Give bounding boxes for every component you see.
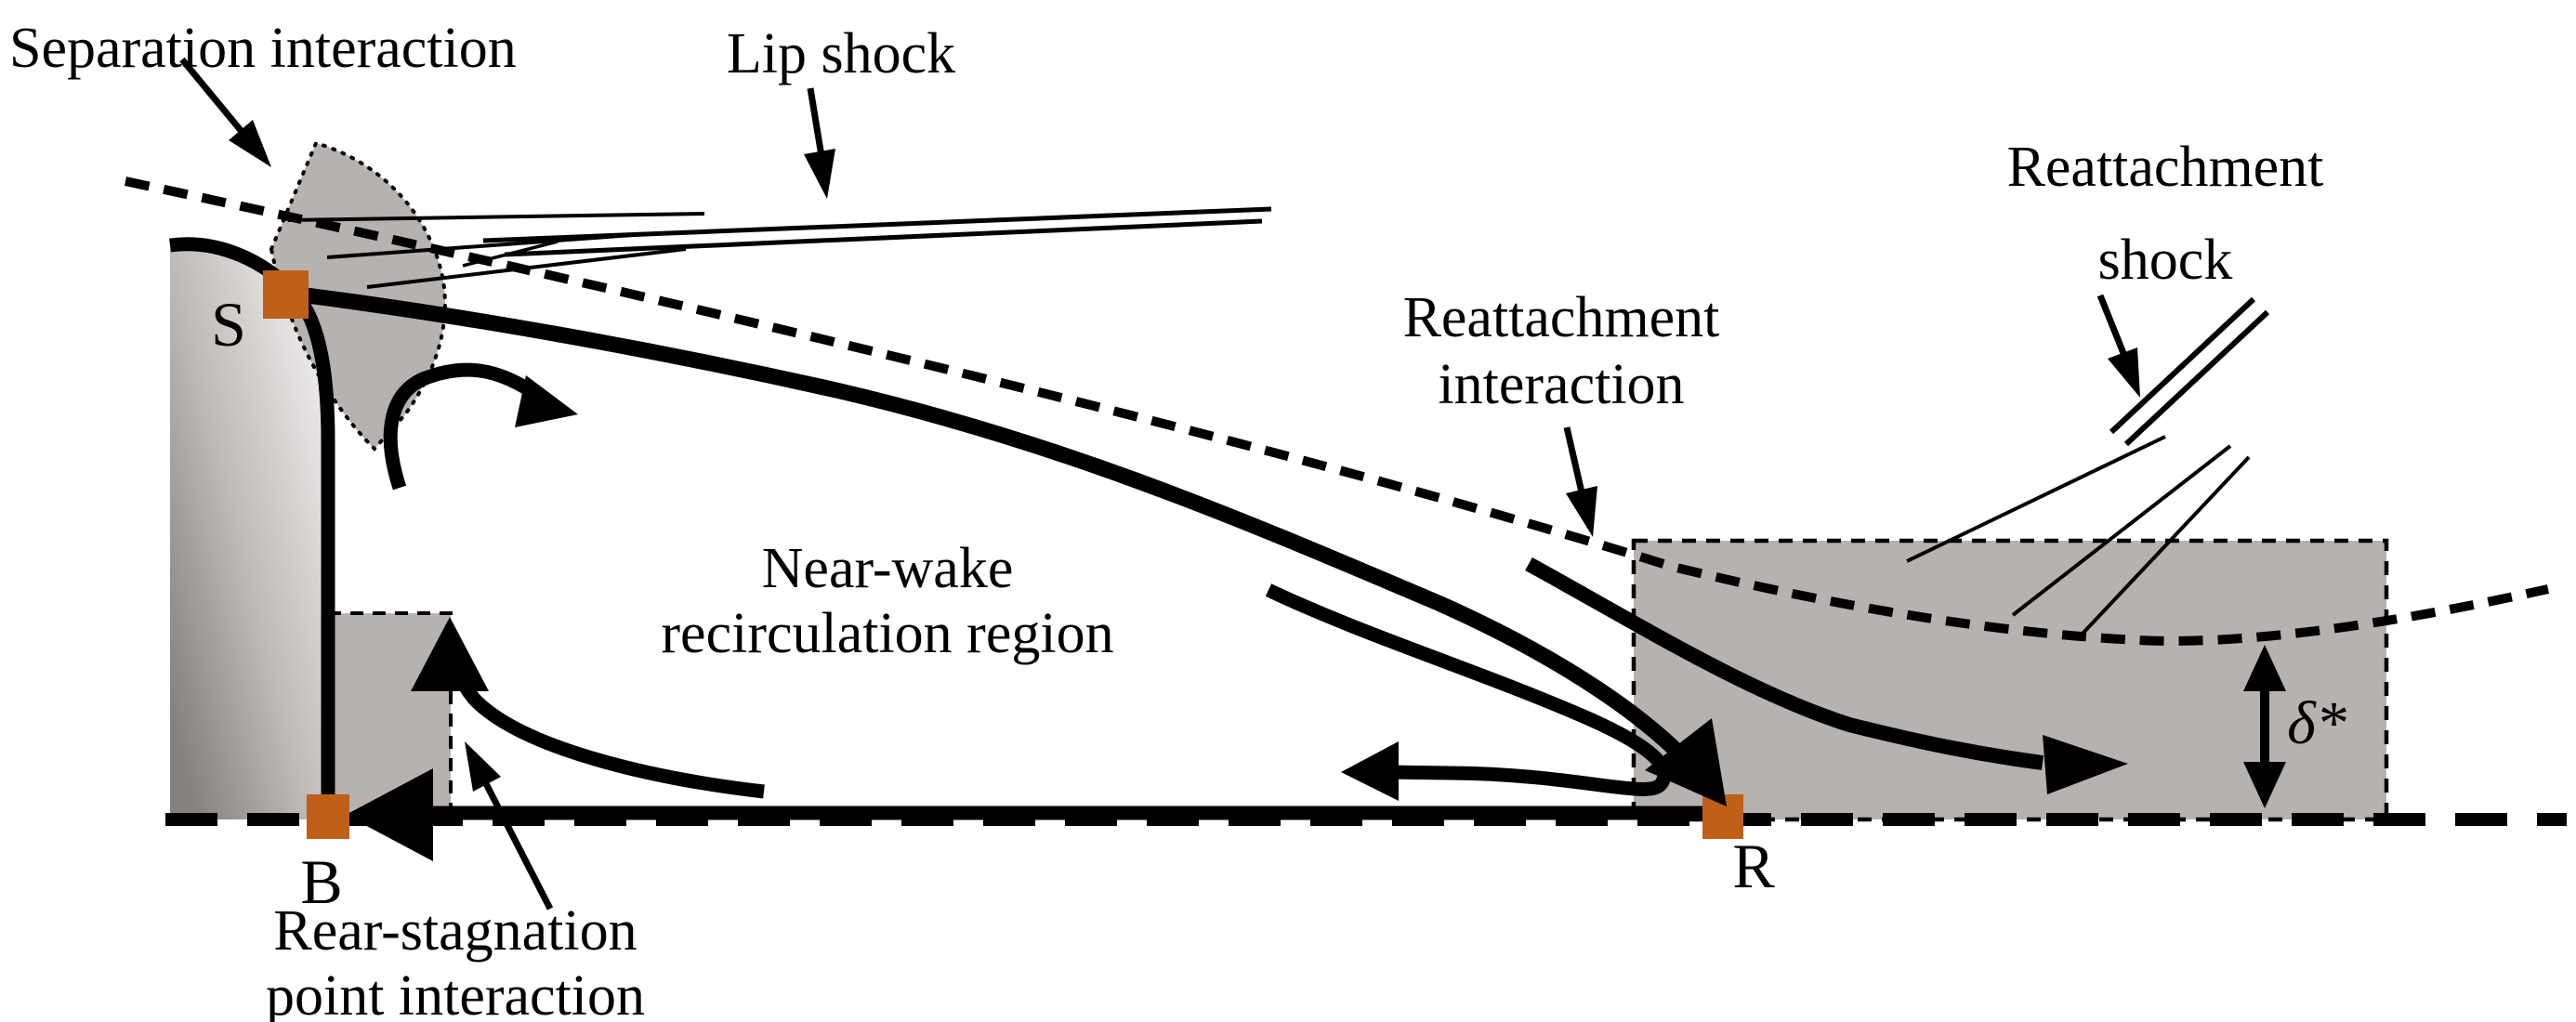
rotation-arrowhead [515,375,578,427]
label-rear-stagnation-line2: point interaction [266,964,645,1022]
compression-wave-2 [2011,444,2232,617]
reattachment-shock-annotation-arrowhead [2108,347,2140,398]
rear-stagnation-annotation-arrowhead [465,741,501,792]
lip-shock-line-upper [482,206,1272,243]
label-near-wake-line1: Near-wake [762,537,1014,600]
separation-annotation-arrowhead [229,120,271,167]
reattached-streamline [1525,557,2044,770]
rotation-arrow-curve [383,362,533,491]
reverse-flow-arrowhead [346,768,433,861]
recirculation-streamline [1265,583,1672,796]
reattachment-interaction-annotation-arrowhead [1566,486,1597,537]
label-reattachment-interaction-line2: interaction [1438,353,1684,416]
rear-stagnation-annotation-arrow-shaft [472,762,554,911]
base-streamline-arrowhead [411,617,489,691]
lip-shock-annotation-arrowhead [804,149,835,199]
label-lip-shock: Lip shock [727,22,955,85]
label-point-r: R [1732,831,1775,901]
reattached-arrowhead [2043,735,2128,794]
recirculation-arrowhead [1341,741,1399,801]
reattachment-shock-line-1 [2109,296,2256,435]
delta-star-arrowhead-up [2243,645,2286,691]
lip-shock-line-lower [504,218,1263,257]
reattachment-shock-line-2 [2123,309,2270,447]
label-near-wake-line2: recirculation region [661,602,1113,665]
marker-s [263,270,309,319]
expansion-wave-1 [287,212,705,222]
compression-wave-3 [2080,455,2251,636]
label-rear-stagnation-line1: Rear-stagnation [273,899,637,963]
label-reattachment-shock-line2: shock [2098,229,2233,292]
delta-star-arrowhead-down [2243,762,2286,808]
label-point-b: B [300,846,342,917]
label-delta-star: δ* [2287,689,2346,757]
marker-b [307,794,349,839]
dividing-streamline-arrowhead [1645,718,1727,806]
afterbody-shape [170,243,328,819]
label-reattachment-shock-line1: Reattachment [2007,136,2324,199]
dividing-streamline [305,287,1709,784]
compression-wave-1 [1906,435,2166,563]
rear-stagnation-region-border [328,611,453,819]
shear-layer-edge-dashed [124,177,2550,646]
label-separation-interaction: Separation interaction [9,17,517,80]
expansion-wave-3 [366,247,687,289]
label-reattachment-interaction-line1: Reattachment [1403,286,1720,349]
label-point-s: S [211,289,246,360]
